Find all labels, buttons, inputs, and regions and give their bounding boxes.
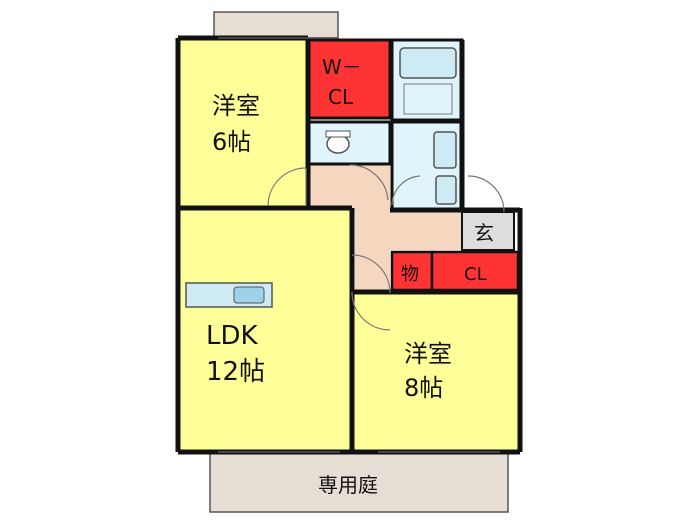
toilet-icon — [326, 134, 350, 154]
closet — [430, 250, 520, 292]
entrance-label: 玄 — [474, 221, 494, 245]
storage-label: 物 — [401, 264, 419, 285]
western-room-1-size: 6帖 — [212, 128, 251, 156]
doors — [267, 164, 505, 331]
ldk-name: LDK — [206, 321, 259, 351]
walls — [175, 35, 523, 455]
western-room-1 — [178, 38, 308, 206]
garden-area — [209, 451, 509, 513]
walk-in-closet-label-1: W－ — [322, 55, 362, 79]
western-room-1-name: 洋室 — [212, 92, 260, 120]
walk-in-closet — [306, 38, 392, 120]
toilet-tank-icon — [325, 130, 351, 138]
closet-label: CL — [464, 264, 487, 285]
western-room-2-size: 8帖 — [404, 374, 443, 402]
bathtub-icon — [399, 47, 457, 79]
washbasin-icon — [433, 131, 457, 169]
western-room-2-name: 洋室 — [404, 340, 452, 368]
ldk-size: 12帖 — [206, 357, 265, 387]
walk-in-closet-label-2: CL — [328, 85, 354, 109]
sink-icon — [233, 286, 265, 304]
western-room-2 — [352, 292, 520, 450]
ldk-room — [178, 208, 352, 450]
washing-machine-icon — [435, 175, 457, 205]
windows — [218, 37, 500, 453]
hallway — [305, 165, 462, 292]
bath-floor — [403, 83, 453, 115]
garden-label: 専用庭 — [318, 473, 378, 497]
top-balcony — [213, 11, 339, 39]
